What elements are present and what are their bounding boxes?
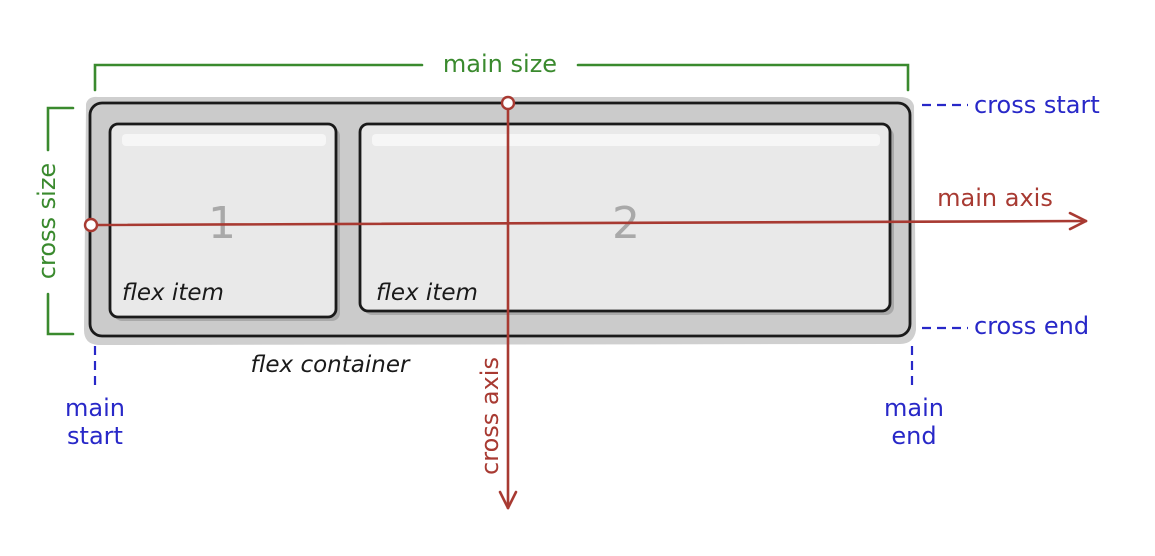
- cross-axis-origin-marker: [500, 95, 516, 111]
- main-size-bracket: [93, 63, 910, 92]
- item-2-label: flex item: [376, 280, 478, 306]
- cross-axis-line: [498, 95, 518, 510]
- main-start-label-line2: start: [67, 422, 123, 450]
- main-axis-line: [83, 211, 1088, 233]
- flex-container-label: flex container: [251, 352, 411, 378]
- main-size-label: main size: [443, 50, 557, 78]
- main-axis-label: main axis: [937, 184, 1053, 212]
- cross-size-label: cross size: [33, 163, 61, 279]
- cross-start-label: cross start: [974, 91, 1100, 119]
- cross-size-bracket: [46, 106, 75, 336]
- main-start-label-line1: main: [65, 394, 125, 422]
- main-axis-origin-marker: [83, 217, 99, 233]
- item-1-label: flex item: [122, 280, 224, 306]
- cross-end-label: cross end: [974, 312, 1089, 340]
- flex-item-2: [358, 122, 894, 315]
- main-end-label-line1: main: [884, 394, 944, 422]
- main-end-label-line2: end: [891, 422, 936, 450]
- cross-axis-label: cross axis: [476, 357, 504, 475]
